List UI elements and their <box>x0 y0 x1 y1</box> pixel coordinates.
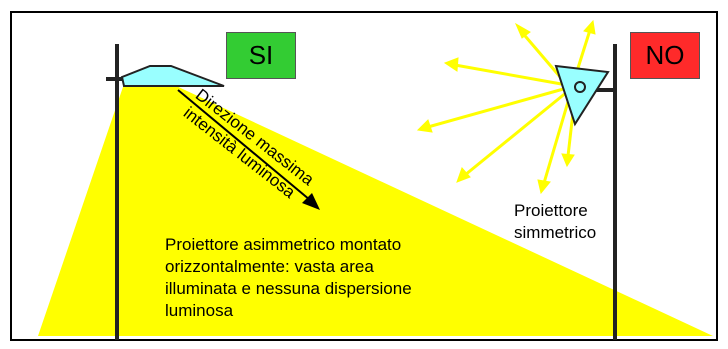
caption-line: Proiettore asimmetrico montato <box>165 235 402 254</box>
si-badge: SI <box>226 32 296 79</box>
caption-line: orizzontalmente: vasta area <box>165 257 374 276</box>
max-intensity-arrowhead <box>302 193 320 210</box>
symmetric-label-line: simmetrico <box>514 223 597 242</box>
symmetric-projector <box>554 64 610 127</box>
symmetric-label: Proiettore simmetrico <box>514 200 634 244</box>
caption-line: illuminata e nessuna dispersione <box>165 279 412 298</box>
no-badge: NO <box>630 32 700 79</box>
asymmetric-caption: Proiettore asimmetrico montato orizzonta… <box>165 234 465 322</box>
symmetric-projector-lamp <box>574 81 586 93</box>
symmetric-label-line: Proiettore <box>514 201 588 220</box>
caption-line: luminosa <box>165 301 234 320</box>
max-intensity-arrow <box>177 89 311 201</box>
illuminated-area <box>38 84 713 336</box>
asymmetric-projector <box>120 65 225 87</box>
